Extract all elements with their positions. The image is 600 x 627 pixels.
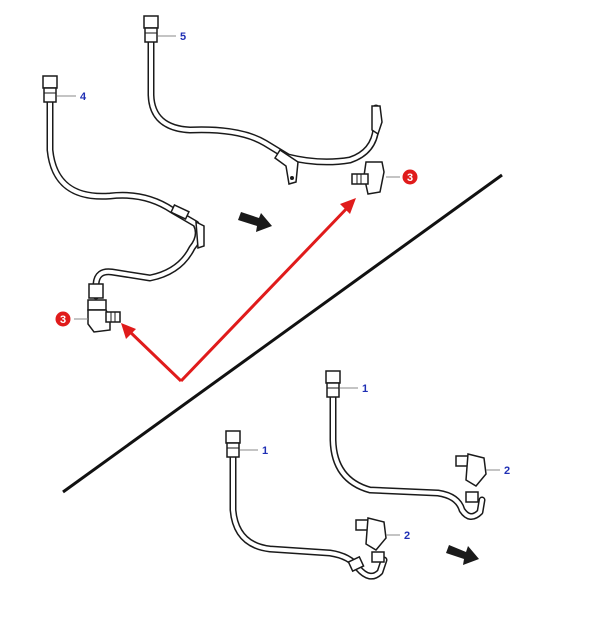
callout-3-left: 3 [55, 311, 71, 327]
pipe-4 [42, 75, 205, 300]
direction-arrow-upper [238, 212, 272, 232]
elbow-fitting-3-left [87, 299, 121, 333]
callout-2-right: 2 [504, 465, 510, 477]
elbow-fitting-3-right [351, 161, 385, 195]
pipe-5 [143, 15, 383, 185]
pipe-1-right [325, 370, 486, 520]
highlight-arrows [121, 198, 356, 383]
callout-leaders [57, 35, 500, 536]
pipe-1-left [225, 430, 388, 580]
callout-3-left-label: 3 [60, 314, 66, 326]
callout-5: 5 [180, 31, 186, 43]
callout-2-left: 2 [404, 530, 410, 542]
elbow-fitting-2-right [455, 453, 487, 487]
section-divider [62, 173, 503, 494]
direction-arrow-lower [446, 545, 479, 565]
callout-4: 4 [80, 91, 87, 103]
elbow-fitting-2-left [355, 517, 387, 551]
callout-3-right-label: 3 [407, 172, 413, 184]
callout-3-right: 3 [402, 169, 418, 185]
callout-1-left: 1 [262, 445, 268, 457]
callout-1-right: 1 [362, 383, 368, 395]
